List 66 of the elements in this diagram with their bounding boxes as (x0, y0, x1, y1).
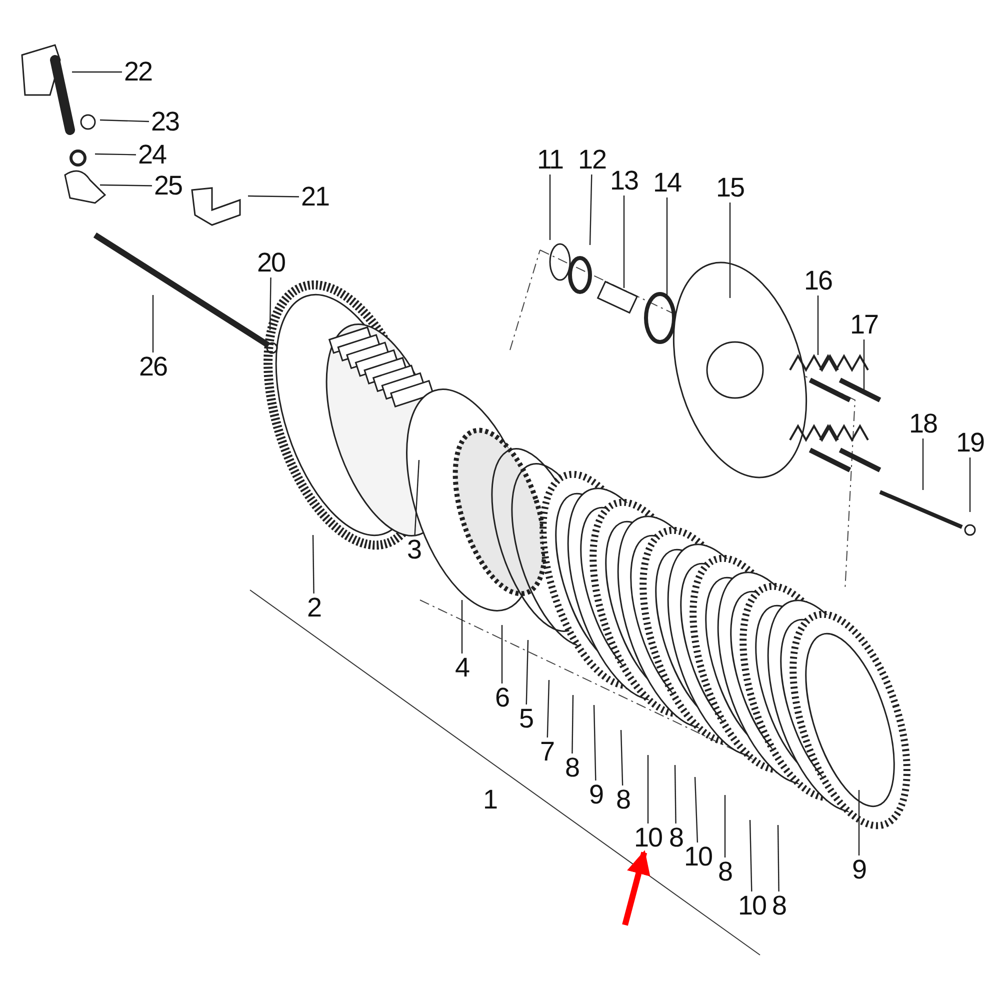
leader-line (312, 535, 314, 594)
callout-number: 8 (772, 892, 786, 920)
callout-number: 9 (852, 856, 866, 884)
leader-line (969, 458, 971, 512)
leader-line (501, 625, 503, 684)
leader-line (100, 184, 152, 186)
callout-number: 26 (138, 354, 168, 380)
leader-line (749, 820, 752, 892)
leader-line (461, 600, 463, 654)
callout-number: 20 (256, 250, 286, 276)
callout-number: 16 (804, 268, 832, 294)
callout-number: 8 (668, 824, 684, 852)
leader-line (922, 438, 924, 490)
leader-line (593, 704, 596, 781)
callout-number: 1 (482, 786, 498, 814)
leader-line (152, 295, 154, 352)
callout-number: 8 (616, 786, 630, 814)
callout-number: 15 (716, 174, 744, 202)
leader-line (269, 277, 272, 330)
leader-line (729, 202, 731, 298)
leader-line (546, 680, 550, 738)
leader-line (858, 790, 860, 856)
arrow (622, 850, 650, 926)
callout-number: 22 (124, 58, 152, 86)
callout-number: 24 (138, 142, 166, 168)
leader-line (863, 340, 865, 390)
callout-number: 11 (536, 146, 564, 174)
leader-line (414, 460, 420, 536)
leader-line (248, 195, 299, 198)
leader-line (526, 640, 529, 705)
leader-line (94, 153, 136, 156)
callout-number: 2 (306, 594, 322, 622)
callout-number: 18 (908, 410, 938, 438)
callout-number: 5 (518, 706, 534, 732)
leader-line (623, 196, 625, 288)
leader-line (100, 119, 149, 122)
callout-number: 10 (738, 892, 766, 920)
callout-number: 10 (634, 824, 662, 852)
leader-line (647, 755, 649, 824)
callout-number: 3 (406, 536, 422, 564)
callout-number: 7 (540, 738, 554, 766)
leader-line (666, 198, 668, 298)
leader-line (777, 825, 780, 892)
callout-number: 19 (956, 430, 984, 456)
callout-number: 25 (154, 172, 182, 200)
callout-number: 8 (564, 754, 580, 782)
callout-number: 23 (150, 108, 180, 136)
leader-line (549, 174, 551, 240)
callout-number: 6 (494, 684, 510, 712)
callout-number: 4 (454, 654, 470, 682)
callout-number: 8 (718, 858, 732, 886)
leader-line (724, 795, 726, 858)
leader-line (694, 776, 698, 843)
callout-number: 14 (652, 170, 682, 196)
callout-number: 17 (850, 312, 878, 338)
leader-line (620, 730, 624, 786)
leader-line (72, 71, 122, 73)
leader-line (589, 174, 592, 246)
callout-number: 10 (684, 844, 712, 870)
callout-number: 12 (578, 146, 606, 174)
leader-line (572, 695, 574, 754)
leader-line (817, 296, 819, 355)
leader-line (674, 765, 676, 824)
callout-number: 21 (300, 184, 330, 210)
callout-number: 9 (588, 782, 604, 808)
callout-number: 13 (610, 168, 638, 194)
